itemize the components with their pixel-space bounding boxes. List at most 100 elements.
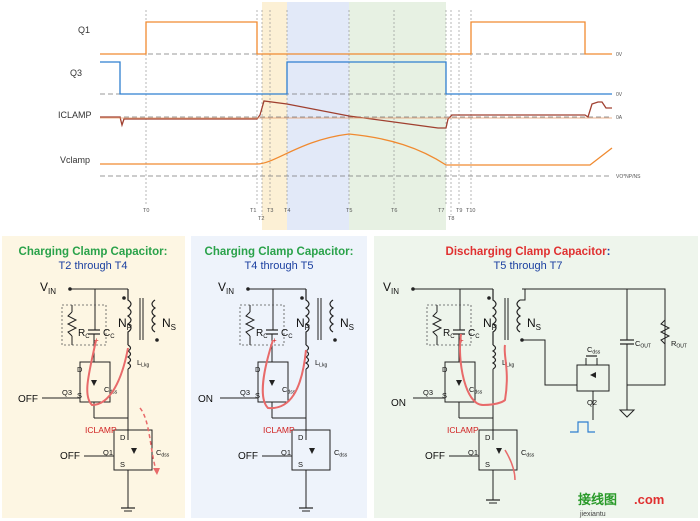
q1-state: OFF bbox=[60, 451, 80, 462]
panel-discharging-t5-t7: Discharging Clamp Capacitor: T5 through … bbox=[374, 236, 698, 518]
panel-background bbox=[374, 236, 698, 518]
time-marker-t8: T8 bbox=[448, 216, 454, 222]
svg-text:+: + bbox=[272, 336, 277, 345]
cout-label: COUT bbox=[635, 339, 651, 350]
q1-s: S bbox=[120, 460, 125, 469]
q1-s: S bbox=[298, 460, 303, 469]
cc-label: CC bbox=[103, 328, 115, 340]
time-marker-t3: T3 bbox=[267, 208, 273, 214]
rc-label: RC bbox=[443, 328, 455, 340]
q3-d: D bbox=[442, 365, 448, 374]
ns-label: NS bbox=[527, 316, 541, 332]
iclamp-waveform bbox=[100, 100, 612, 129]
circuit-1: VIN RC CC + D S Q3 Cdss OFF bbox=[18, 280, 176, 512]
watermark-url: jiexiantu bbox=[579, 511, 606, 518]
q3-state: ON bbox=[391, 398, 406, 409]
q3-cdss: Cdss bbox=[282, 385, 296, 396]
q3-s: S bbox=[77, 391, 82, 400]
panel-title: Charging Clamp Capacitor: bbox=[205, 246, 354, 258]
q3-waveform bbox=[100, 61, 612, 95]
panel-charging-t4-t5: Charging Clamp Capacitor: T4 through T5 … bbox=[191, 236, 367, 518]
llkg-label: LLkg bbox=[315, 358, 327, 369]
time-marker-t0: T0 bbox=[143, 208, 149, 214]
time-marker-t2: T2 bbox=[258, 216, 264, 222]
shade-t5-t7 bbox=[349, 2, 446, 230]
q3-s: S bbox=[255, 391, 260, 400]
np-label: NP bbox=[118, 316, 132, 332]
q1-waveform bbox=[100, 21, 612, 55]
iclamp-label: ICLAMP bbox=[85, 425, 117, 435]
ns-label: NS bbox=[162, 316, 176, 332]
q1-label: Q1 bbox=[468, 448, 478, 457]
vin-label: VIN bbox=[40, 280, 56, 296]
q3-s: S bbox=[442, 391, 447, 400]
q3-label: Q3 bbox=[62, 388, 72, 397]
right-label-q3: 0V bbox=[616, 92, 623, 98]
panel-subtitle: T5 through T7 bbox=[494, 260, 563, 272]
panel-charging-t2-t4: Charging Clamp Capacitor: T2 through T4 … bbox=[2, 236, 185, 518]
time-marker-t10: T10 bbox=[466, 208, 475, 214]
np-label: NP bbox=[296, 316, 310, 332]
shade-t4-t5 bbox=[287, 2, 349, 230]
signal-label-iclamp: ICLAMP bbox=[58, 110, 92, 120]
svg-text:+: + bbox=[459, 336, 464, 345]
q1-d: D bbox=[485, 433, 491, 442]
panel-subtitle: T4 through T5 bbox=[245, 260, 314, 272]
vin-label: VIN bbox=[218, 280, 234, 296]
time-marker-t1: T1 bbox=[250, 208, 256, 214]
vin-label: VIN bbox=[383, 280, 399, 296]
circuit-3: VIN RC CC + D S Q3 Cdss ON bbox=[383, 280, 687, 504]
q1-state: OFF bbox=[238, 451, 258, 462]
cc-label: CC bbox=[468, 328, 480, 340]
watermark: 接线图 .com jiexiantu bbox=[578, 492, 664, 518]
q3-state: ON bbox=[198, 394, 213, 405]
q1-label: Q1 bbox=[281, 448, 291, 457]
q1-cdss: Cdss bbox=[521, 448, 535, 459]
q3-label: Q3 bbox=[240, 388, 250, 397]
panel-background bbox=[191, 236, 367, 518]
llkg-label: LLkg bbox=[502, 358, 514, 369]
q1-cdss: Cdss bbox=[334, 448, 348, 459]
vclamp-waveform bbox=[100, 133, 613, 166]
q1-state: OFF bbox=[425, 451, 445, 462]
panel-title: Charging Clamp Capacitor: bbox=[19, 246, 168, 258]
right-label-iclamp: 0A bbox=[616, 115, 623, 121]
rout-label: ROUT bbox=[671, 339, 687, 350]
iclamp-label: ICLAMP bbox=[263, 425, 295, 435]
q1-d: D bbox=[120, 433, 126, 442]
right-label-q1: 0V bbox=[616, 52, 623, 58]
cc-label: CC bbox=[281, 328, 293, 340]
q1-s: S bbox=[485, 460, 490, 469]
q3-d: D bbox=[77, 365, 83, 374]
q1-cdss: Cdss bbox=[156, 448, 170, 459]
q1-label: Q1 bbox=[103, 448, 113, 457]
q3-cdss: Cdss bbox=[104, 385, 118, 396]
q3-state: OFF bbox=[18, 394, 38, 405]
q2-label: Q2 bbox=[587, 398, 597, 407]
time-marker-t7: T7 bbox=[438, 208, 444, 214]
q3-label: Q3 bbox=[423, 388, 433, 397]
signal-label-q1: Q1 bbox=[78, 25, 90, 35]
timing-diagram: Q1 Q3 ICLAMP Vclamp 0V 0V 0A VO*NP/NS T0… bbox=[58, 2, 641, 230]
np-label: NP bbox=[483, 316, 497, 332]
signal-label-vclamp: Vclamp bbox=[60, 155, 90, 165]
panel-subtitle: T2 through T4 bbox=[59, 260, 128, 272]
llkg-label: LLkg bbox=[137, 358, 149, 369]
watermark-suffix: .com bbox=[634, 492, 664, 507]
panel-background bbox=[2, 236, 185, 518]
time-marker-t4: T4 bbox=[284, 208, 290, 214]
q3-cdss: Cdss bbox=[469, 385, 483, 396]
signal-label-q3: Q3 bbox=[70, 68, 82, 78]
iclamp-label: ICLAMP bbox=[447, 425, 479, 435]
shade-t2-t4 bbox=[262, 2, 287, 230]
q2-cdss: Cdss bbox=[587, 345, 601, 356]
q1-d: D bbox=[298, 433, 304, 442]
watermark-main: 接线图 bbox=[578, 492, 617, 507]
time-marker-t9: T9 bbox=[456, 208, 462, 214]
time-marker-t5: T5 bbox=[346, 208, 352, 214]
time-marker-t6: T6 bbox=[391, 208, 397, 214]
panel-title: Discharging Clamp Capacitor: bbox=[446, 246, 611, 258]
q3-d: D bbox=[255, 365, 261, 374]
rc-label: RC bbox=[256, 328, 268, 340]
